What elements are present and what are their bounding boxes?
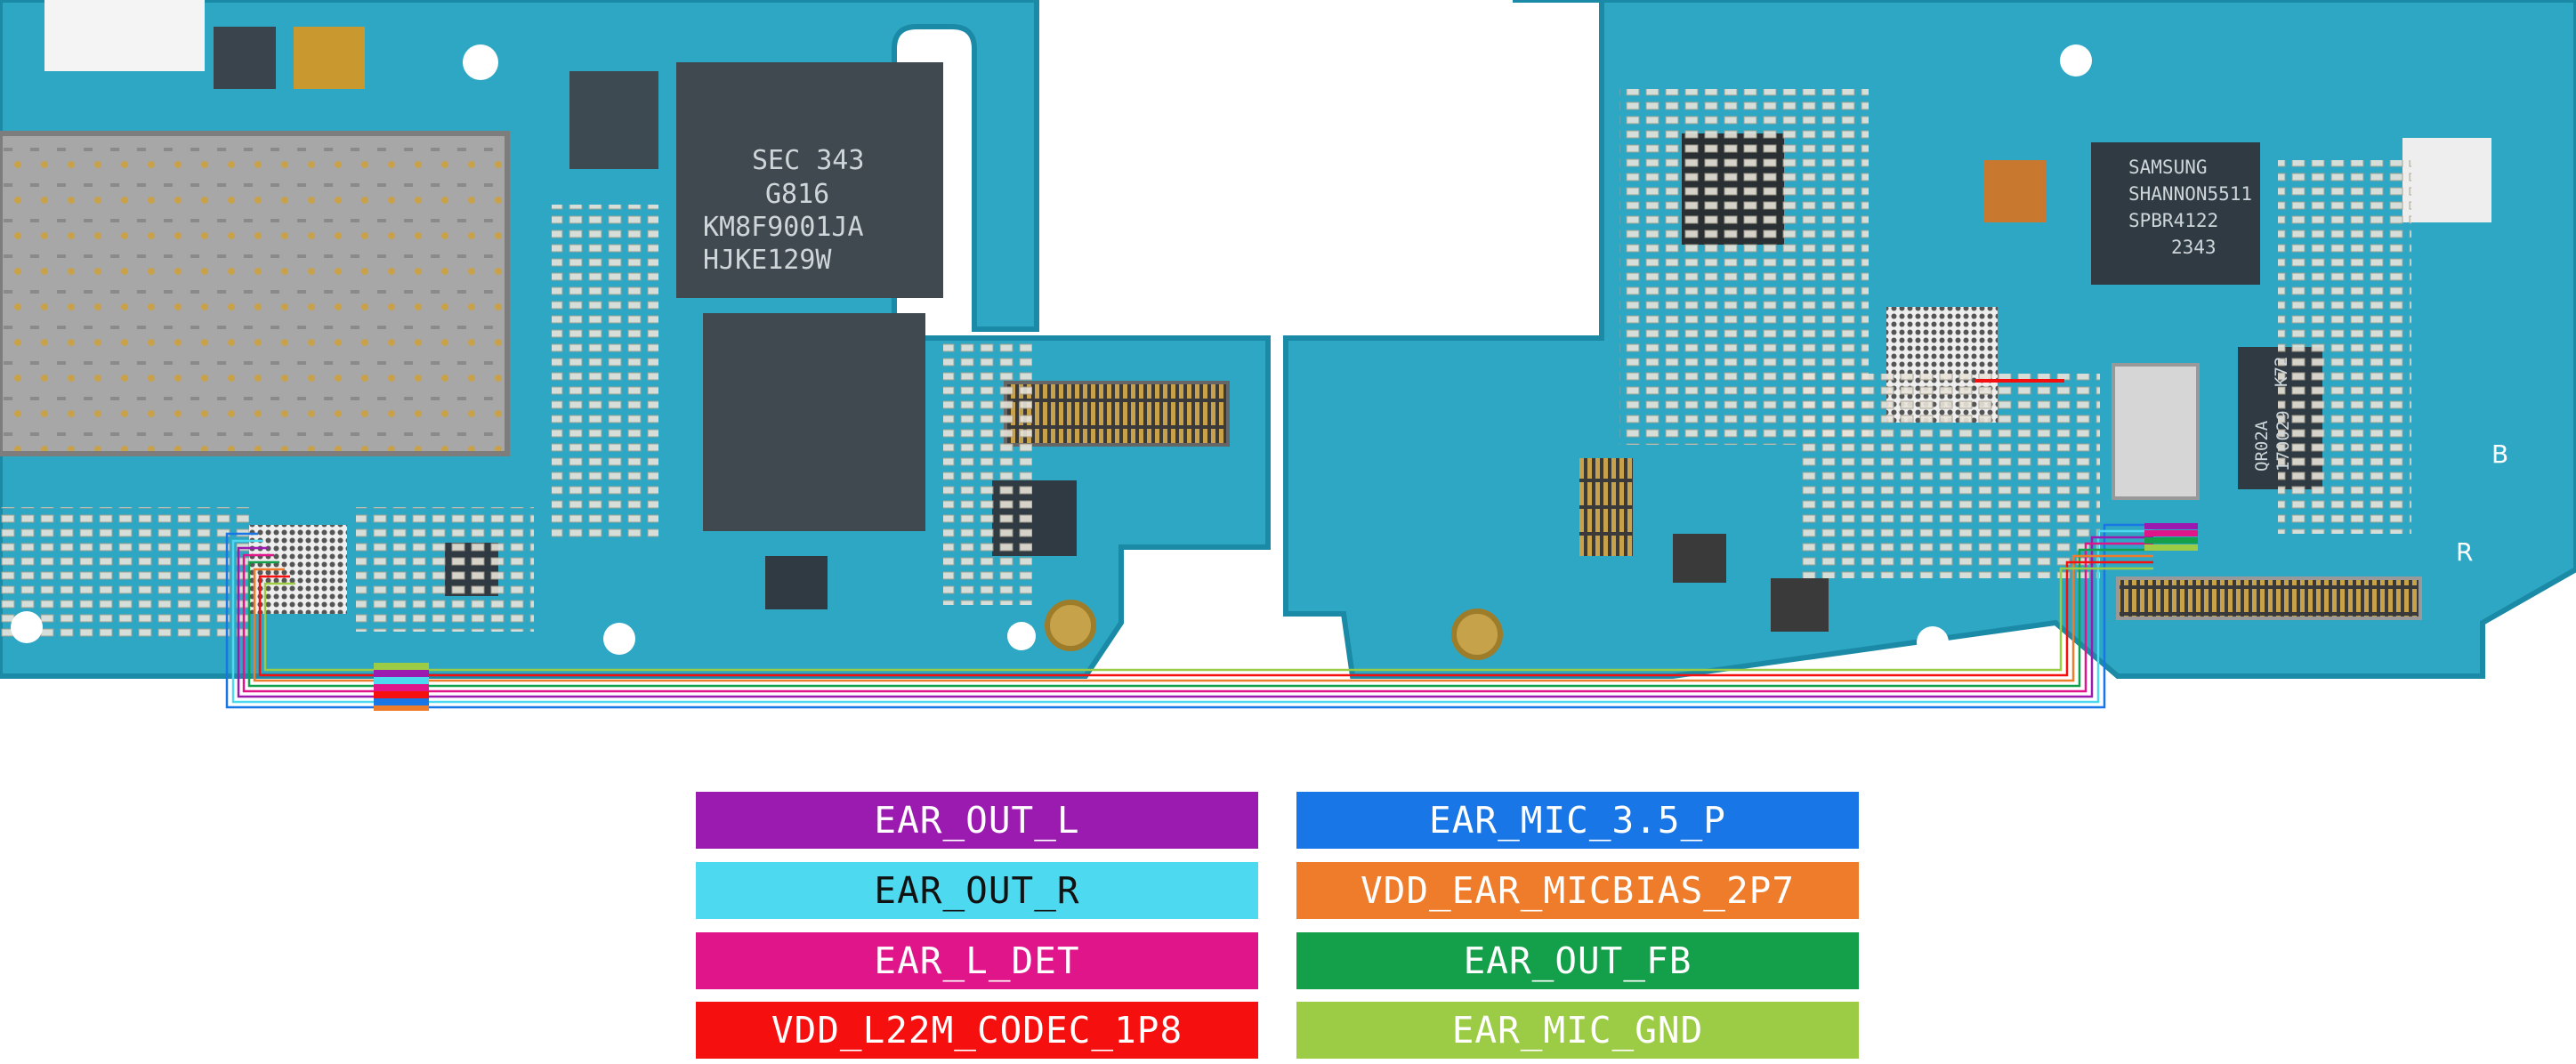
legend-ear-out-l: EAR_OUT_L bbox=[696, 792, 1258, 849]
legend-label: EAR_OUT_R bbox=[874, 869, 1080, 912]
signal-traces bbox=[225, 523, 2153, 709]
svg-text:R: R bbox=[2456, 537, 2473, 567]
svg-text:G816: G816 bbox=[765, 179, 829, 210]
pcb-board-photo: SEC 343 G816 KM8F9001JA HJKE129W SAMSUNG… bbox=[0, 0, 2576, 711]
svg-text:SAMSUNG: SAMSUNG bbox=[2128, 157, 2208, 178]
fpc-connector-mid bbox=[1579, 458, 1633, 556]
svg-text:KM8F9001JA: KM8F9001JA bbox=[703, 212, 864, 243]
legend-label: EAR_MIC_GND bbox=[1451, 1009, 1704, 1052]
legend-ear-out-r: EAR_OUT_R bbox=[696, 862, 1258, 919]
legend-label: EAR_OUT_L bbox=[874, 799, 1080, 842]
legend-label: VDD_EAR_MICBIAS_2P7 bbox=[1361, 869, 1795, 912]
legend-ear-mic-gnd: EAR_MIC_GND bbox=[1296, 1002, 1859, 1059]
fpc-connector-left bbox=[1004, 381, 1230, 447]
legend-label: VDD_L22M_CODEC_1P8 bbox=[771, 1009, 1183, 1052]
svg-text:SEC 343: SEC 343 bbox=[752, 145, 864, 176]
svg-text:SPBR4122: SPBR4122 bbox=[2128, 210, 2218, 231]
svg-text:HJKE129W: HJKE129W bbox=[703, 245, 832, 276]
modem-chip-markings: SAMSUNG SHANNON5511 SPBR4122 2343 bbox=[2128, 157, 2252, 258]
legend-vdd-ear-micbias-2p7: VDD_EAR_MICBIAS_2P7 bbox=[1296, 862, 1859, 919]
legend-label: EAR_MIC_3.5_P bbox=[1429, 799, 1726, 842]
svg-text:SHANNON5511: SHANNON5511 bbox=[2128, 183, 2252, 205]
ram-chip-1 bbox=[676, 62, 943, 298]
fpc-connector-right bbox=[2116, 576, 2422, 620]
legend-label: EAR_OUT_FB bbox=[1463, 939, 1692, 982]
ram-chip-2 bbox=[703, 313, 925, 531]
sim-card-tray bbox=[0, 131, 510, 456]
pcb-left-section: SEC 343 G816 KM8F9001JA HJKE129W bbox=[0, 0, 1271, 679]
svg-text:170029: 170029 bbox=[2273, 410, 2293, 472]
svg-text:K72: K72 bbox=[2272, 357, 2291, 387]
legend-ear-l-det: EAR_L_DET bbox=[696, 932, 1258, 989]
legend-ear-mic-3-5-p: EAR_MIC_3.5_P bbox=[1296, 792, 1859, 849]
svg-text:B: B bbox=[2491, 439, 2508, 469]
svg-text:2343: 2343 bbox=[2171, 237, 2217, 258]
svg-text:QR02A: QR02A bbox=[2252, 420, 2272, 472]
signal-legend: EAR_OUT_L EAR_MIC_3.5_P EAR_OUT_R VDD_EA… bbox=[696, 792, 1860, 1059]
modem-chip bbox=[2091, 142, 2260, 285]
ram-chip-markings: SEC 343 G816 KM8F9001JA HJKE129W bbox=[703, 145, 864, 276]
legend-label: EAR_L_DET bbox=[874, 939, 1080, 982]
trace-tags bbox=[374, 523, 2198, 711]
legend-ear-out-fb: EAR_OUT_FB bbox=[1296, 932, 1859, 989]
legend-vdd-l22m-codec-1p8: VDD_L22M_CODEC_1P8 bbox=[696, 1002, 1258, 1059]
pmic-chip-markings: K72 QR02A 170029 bbox=[2252, 357, 2293, 472]
pcb-right-section: SAMSUNG SHANNON5511 SPBR4122 2343 K72 QR… bbox=[1283, 0, 2576, 679]
